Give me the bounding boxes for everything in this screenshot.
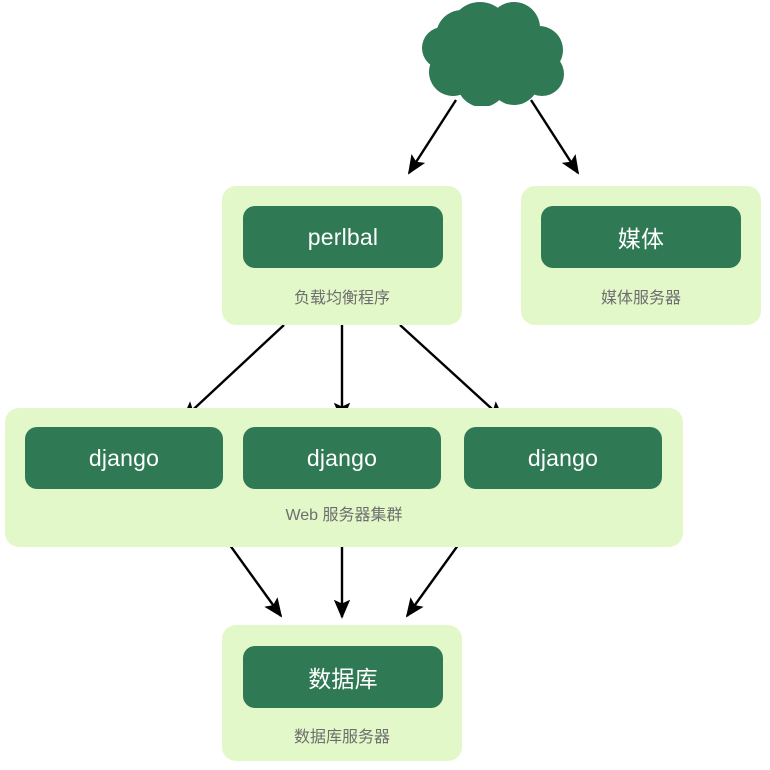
node-django-3-label: django bbox=[527, 444, 599, 471]
node-database[interactable]: 数据库 bbox=[243, 646, 443, 708]
internet-cloud bbox=[422, 2, 564, 106]
node-perlbal[interactable]: perlbal bbox=[243, 206, 443, 268]
node-django-2[interactable]: django bbox=[243, 427, 441, 489]
edge-loadbalancer-to-django-3 bbox=[399, 324, 505, 421]
edge-loadbalancer-to-django-1 bbox=[181, 324, 285, 421]
web-cluster-group-caption: Web 服务器集群 bbox=[285, 507, 403, 524]
node-media-label: 媒体 bbox=[617, 226, 665, 252]
load-balancer-group-caption: 负载均衡程序 bbox=[293, 290, 390, 307]
database-group-caption: 数据库服务器 bbox=[293, 729, 390, 746]
node-database-label: 数据库 bbox=[308, 666, 378, 692]
node-django-1[interactable]: django bbox=[25, 427, 223, 489]
node-django-1-label: django bbox=[88, 444, 160, 471]
edge-cloud-to-loadbalancer bbox=[407, 99, 458, 175]
node-media[interactable]: 媒体 bbox=[541, 206, 741, 268]
node-perlbal-label: perlbal bbox=[307, 223, 379, 250]
node-django-2-label: django bbox=[306, 444, 378, 471]
edge-cloud-to-media bbox=[529, 99, 580, 175]
node-django-3[interactable]: django bbox=[464, 427, 662, 489]
media-group-caption: 媒体服务器 bbox=[600, 290, 681, 307]
